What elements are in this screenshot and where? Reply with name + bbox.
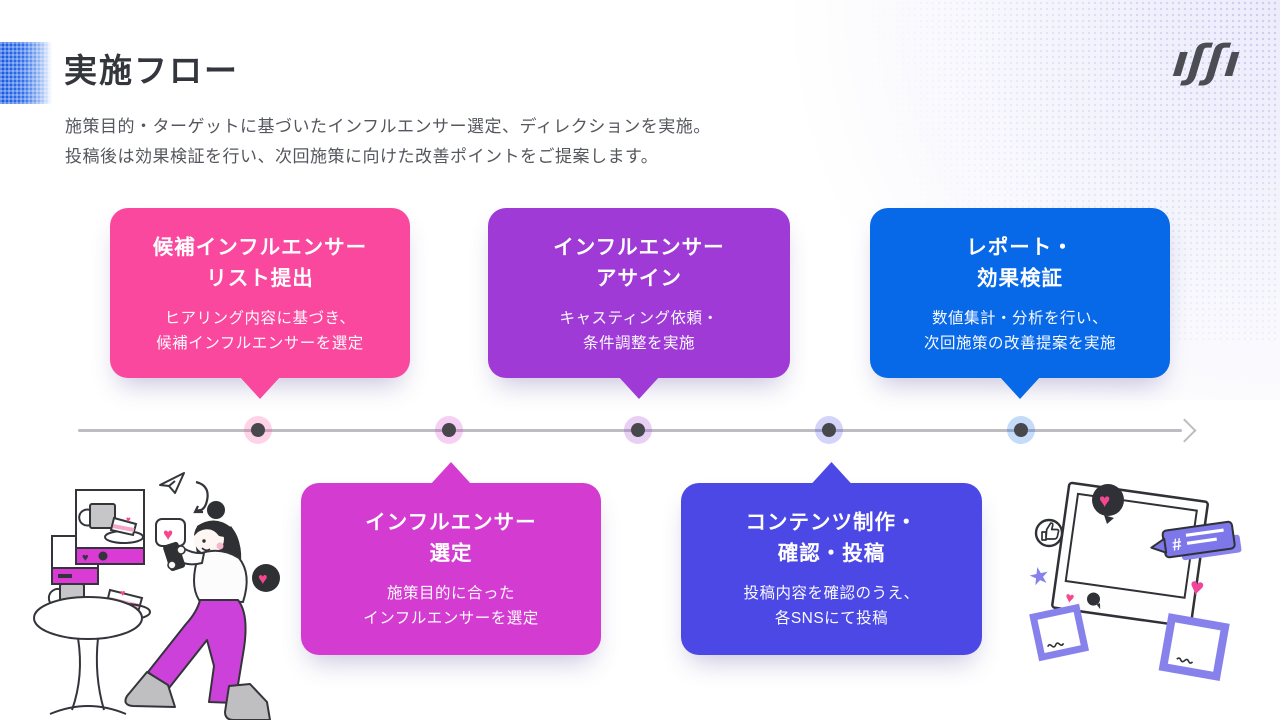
like-heart-badge: ♥: [252, 564, 280, 592]
polaroid-frame-large: ♥: [1051, 481, 1209, 628]
thumbs-up-icon: [1034, 518, 1064, 548]
step-body-line: 数値集計・分析を行い、: [931, 309, 1108, 327]
step-title-line: 効果検証: [977, 266, 1063, 290]
photo-card-front: ♥ ♥: [75, 489, 145, 565]
step-description: 施策目的に合った インフルエンサーを選定: [301, 581, 601, 632]
svg-text:♥: ♥: [120, 588, 125, 598]
step-title: 候補インフルエンサー リスト提出: [110, 233, 410, 295]
dot-core: [442, 423, 456, 437]
star-icon: ★: [1026, 561, 1053, 592]
svg-text:♥: ♥: [1064, 589, 1075, 607]
step-title: コンテンツ制作・ 確認・投稿: [681, 508, 982, 570]
dot-core: [1014, 423, 1028, 437]
page-title: 実施フロー: [64, 52, 239, 89]
svg-text:♥: ♥: [82, 552, 89, 564]
step-description: 投稿内容を確認のうえ、 各SNSにて投稿: [681, 581, 982, 632]
dot-core: [251, 423, 265, 437]
bubble-tail: [810, 462, 853, 485]
svg-text:♥: ♥: [163, 525, 173, 544]
svg-text:♥: ♥: [258, 571, 268, 588]
step-title-line: リスト提出: [206, 266, 314, 290]
heart-reaction-bubble: ♥: [1092, 484, 1124, 524]
step-body-line: 候補インフルエンサーを選定: [156, 335, 364, 353]
bubble-tail: [239, 376, 281, 399]
svg-text:#: #: [1171, 534, 1184, 554]
timeline-dot-2: [435, 416, 463, 444]
heart-icon: ♥: [1187, 573, 1206, 602]
step-body-line: 次回施策の改善提案を実施: [923, 335, 1116, 353]
step-title-line: 選定: [429, 541, 473, 565]
flow-step-bubble-5: レポート・ 効果検証 数値集計・分析を行い、 次回施策の改善提案を実施: [870, 208, 1170, 399]
step-title-line: 候補インフルエンサー: [152, 236, 368, 259]
illustration-influencer-woman: ♥ ♥ ♥: [33, 472, 280, 720]
description-line: 施策目的・ターゲットに基づいたインフルエンサー選定、ディレクションを実施。: [65, 117, 711, 136]
svg-text:♥: ♥: [1099, 491, 1110, 512]
flow-step-bubble-2: インフルエンサー 選定 施策目的に合った インフルエンサーを選定: [301, 462, 601, 655]
step-description: ヒアリング内容に基づき、 候補インフルエンサーを選定: [110, 306, 410, 357]
svg-text:♥: ♥: [126, 515, 131, 524]
step-description: キャスティング依頼・ 条件調整を実施: [488, 306, 790, 357]
woman-figure: [124, 501, 271, 720]
cafe-table: ♥: [33, 583, 151, 715]
step-title-line: インフルエンサー: [553, 236, 725, 259]
polaroid-frame-small-right: [1158, 613, 1230, 681]
dot-core: [631, 423, 645, 437]
timeline-dot-4: [815, 416, 843, 444]
timeline-dot-3: [624, 416, 652, 444]
step-description: 数値集計・分析を行い、 次回施策の改善提案を実施: [870, 306, 1170, 357]
dot-core: [822, 423, 836, 437]
paper-plane-icon: [159, 472, 209, 514]
flow-step-bubble-3: インフルエンサー アサイン キャスティング依頼・ 条件調整を実施: [488, 208, 790, 399]
step-body-line: 施策目的に合った: [386, 584, 515, 602]
timeline-arrow-icon: [1172, 418, 1197, 443]
step-body-line: キャスティング依頼・: [559, 309, 719, 327]
title-accent-square: [0, 42, 52, 104]
step-title: インフルエンサー 選定: [301, 508, 601, 570]
bubble-tail: [430, 462, 472, 485]
timeline-dot-1: [244, 416, 272, 444]
step-body-line: インフルエンサーを選定: [363, 610, 539, 628]
step-body-line: ヒアリング内容に基づき、: [164, 309, 356, 327]
step-title-line: 確認・投稿: [777, 541, 886, 565]
company-logo: ıʃʃı: [1170, 36, 1243, 87]
description-line: 投稿後は効果検証を行い、次回施策に向けた改善ポイントをご提案します。: [65, 147, 659, 166]
hashtag-tag: #: [1150, 520, 1242, 561]
step-title-line: コンテンツ制作・: [745, 511, 918, 534]
timeline-line: [78, 429, 1182, 432]
illustration-sns-posts: ♥ ♥ ★ # ♥: [1026, 481, 1242, 681]
timeline-dot-5: [1007, 416, 1035, 444]
bubble-tail: [999, 376, 1041, 399]
step-body-line: 各SNSにて投稿: [774, 610, 889, 628]
step-title-line: レポート・: [966, 236, 1074, 259]
flow-step-bubble-4: コンテンツ制作・ 確認・投稿 投稿内容を確認のうえ、 各SNSにて投稿: [681, 462, 982, 655]
step-title: レポート・ 効果検証: [870, 233, 1170, 295]
polaroid-frame-small-left: [1029, 603, 1090, 662]
slide-description: 施策目的・ターゲットに基づいたインフルエンサー選定、ディレクションを実施。 投稿…: [65, 112, 711, 172]
bubble-tail: [618, 376, 660, 399]
step-title: インフルエンサー アサイン: [488, 233, 790, 295]
flow-step-bubble-1: 候補インフルエンサー リスト提出 ヒアリング内容に基づき、 候補インフルエンサー…: [110, 208, 410, 399]
step-body-line: 投稿内容を確認のうえ、: [743, 584, 920, 602]
step-title-line: アサイン: [596, 266, 682, 290]
step-title-line: インフルエンサー: [365, 511, 537, 534]
step-body-line: 条件調整を実施: [582, 335, 695, 353]
